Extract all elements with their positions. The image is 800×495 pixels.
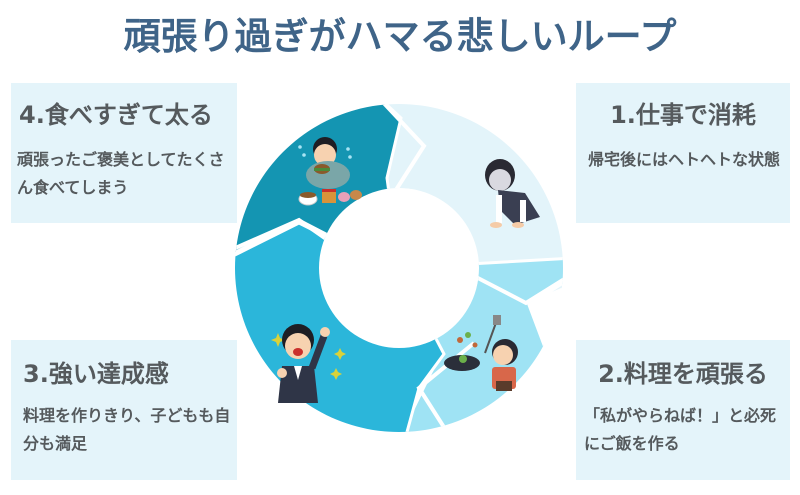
step-description: 料理を作りきり、子どもも自分も満足 [23, 406, 231, 453]
step-card-3: 3.強い達成感 料理を作りきり、子どもも自分も満足 [11, 340, 237, 480]
step-description: 頑張ったご褒美としてたくさん食べてしまう [17, 150, 225, 197]
step-description: 「私がやらねば！」と必死にご飯を作る [584, 406, 777, 453]
step-heading: 2.料理を頑張る [598, 360, 768, 388]
overeating-person-illustration [298, 137, 362, 206]
step-heading: 1.仕事で消耗 [610, 101, 756, 129]
cooking-woman-illustration [444, 315, 518, 391]
cheering-person-illustration [271, 324, 346, 403]
step-card-2: 2.料理を頑張る 「私がやらねば！」と必死にご飯を作る [576, 340, 790, 480]
step-description: 帰宅後にはヘトヘトな状態 [588, 150, 781, 169]
step-card-4: 4.食べすぎて太る 頑張ったご褒美としてたくさん食べてしまう [11, 83, 237, 223]
exhausted-woman-illustration [485, 159, 540, 228]
step-card-1: 1.仕事で消耗 帰宅後にはヘトヘトな状態 [576, 83, 790, 223]
diagram-title: 頑張り過ぎがハマる悲しいループ [123, 15, 677, 58]
step-heading: 4.食べすぎて太る [19, 101, 213, 129]
step-heading: 3.強い達成感 [23, 360, 169, 388]
